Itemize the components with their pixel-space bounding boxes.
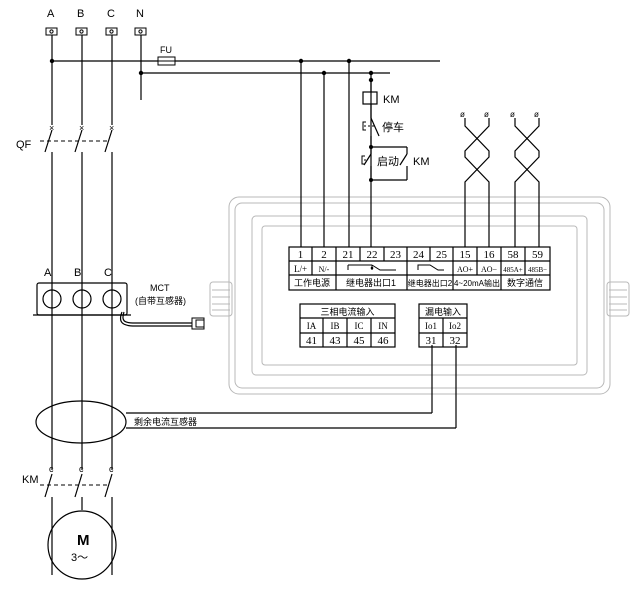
- motor-symbol: M: [77, 532, 90, 549]
- current-input-title: 三相电流输入: [320, 306, 374, 317]
- svg-text:×: ×: [79, 123, 84, 133]
- group-relay1: 继电器出口1: [346, 277, 396, 288]
- phase-b-label: B: [77, 8, 84, 20]
- terminal-signals: L/+ N/- AO+ AO− 485A+ 485B−: [294, 264, 547, 274]
- terminal-number: 21: [343, 249, 354, 261]
- svg-text:c: c: [109, 464, 114, 474]
- current-terminal: 41: [306, 335, 317, 347]
- residual-ct-label: 剩余电流互感器: [134, 416, 197, 427]
- leakage-terminal: 31: [426, 335, 437, 347]
- current-terminal: 45: [354, 335, 366, 347]
- current-terminal: 43: [330, 335, 342, 347]
- phase-c-label: C: [107, 8, 115, 20]
- leakage-label: Io2: [449, 321, 461, 331]
- terminal-signal: N/-: [319, 265, 330, 274]
- terminal-number: 2: [321, 249, 327, 261]
- svg-text:ø: ø: [484, 110, 489, 119]
- mct-subtitle: (自带互感器): [135, 295, 186, 306]
- terminal-signal: AO+: [457, 265, 474, 274]
- motor-phase: 3～: [71, 552, 88, 564]
- terminal-number: 24: [413, 249, 425, 261]
- phase-lines: [51, 35, 142, 575]
- svg-text:×: ×: [49, 123, 54, 133]
- motor: [47, 510, 117, 580]
- current-label: IB: [331, 321, 340, 331]
- svg-text:c: c: [49, 464, 54, 474]
- group-analog: 4~20mA输出: [454, 278, 500, 288]
- mct-phase-a: A: [44, 267, 52, 279]
- group-relay2: 继电器出口2: [408, 278, 453, 288]
- svg-text:ø: ø: [460, 110, 465, 119]
- svg-text:×: ×: [109, 123, 114, 133]
- leakage-input-title: 漏电输入: [425, 306, 461, 317]
- control-bus: [49, 56, 440, 76]
- mct-phase-c: C: [104, 267, 112, 279]
- terminal-strip: [288, 246, 551, 291]
- current-input-block: 三相电流输入 IA IB IC IN 41 43 45 46: [299, 303, 396, 348]
- leakage-input-block: 漏电输入 Io1 Io2 31 32: [418, 303, 468, 348]
- residual-ct: [35, 345, 457, 444]
- start-km-label: KM: [413, 156, 430, 168]
- svg-text:ø: ø: [510, 110, 515, 119]
- twisted-pairs: ø ø ø ø: [460, 110, 540, 247]
- terminal-number: 23: [390, 249, 402, 261]
- group-comm: 数字通信: [507, 277, 543, 288]
- mct-phase-b: B: [74, 267, 81, 279]
- leakage-label: Io1: [425, 321, 437, 331]
- device-housing: [209, 196, 630, 395]
- current-label: IA: [307, 321, 317, 331]
- breaker-qf: × × ×: [40, 123, 114, 153]
- start-label: 启动: [377, 155, 399, 168]
- terminal-number: 25: [436, 249, 448, 261]
- contactor-km: c c c: [40, 464, 114, 498]
- terminal-signal: 485A+: [503, 266, 523, 274]
- svg-text:c: c: [79, 464, 84, 474]
- group-power: 工作电源: [294, 277, 330, 288]
- control-circuit: [300, 61, 408, 247]
- terminal-number: 22: [367, 249, 378, 261]
- breaker-label: QF: [16, 139, 32, 151]
- terminal-signal: AO−: [481, 265, 498, 274]
- leakage-terminal: 32: [450, 335, 461, 347]
- terminal-number: 58: [508, 249, 520, 261]
- phase-a-label: A: [47, 8, 55, 20]
- current-terminal: 46: [378, 335, 390, 347]
- terminal-signal: L/+: [294, 264, 307, 274]
- terminal-signal: 485B−: [528, 266, 547, 274]
- coil-label: KM: [383, 94, 400, 106]
- terminal-numbers: 1 2 21 22 23 24 25 15 16 58 59: [298, 249, 544, 261]
- fuse-label: FU: [160, 45, 172, 55]
- contactor-label: KM: [22, 474, 39, 486]
- neutral-label: N: [136, 8, 144, 20]
- current-label: IN: [378, 321, 388, 331]
- current-label: IC: [355, 321, 364, 331]
- supply-terminals: [45, 27, 147, 36]
- terminal-groups: 工作电源 继电器出口1 继电器出口2 4~20mA输出 数字通信: [294, 277, 543, 288]
- stop-label: 停车: [382, 120, 404, 134]
- terminal-number: 1: [298, 249, 304, 261]
- terminal-number: 59: [532, 249, 544, 261]
- terminal-number: 16: [484, 249, 496, 261]
- terminal-number: 15: [460, 249, 472, 261]
- mct-transformer: [33, 282, 205, 330]
- mct-title: MCT: [150, 283, 170, 293]
- svg-text:ø: ø: [534, 110, 539, 119]
